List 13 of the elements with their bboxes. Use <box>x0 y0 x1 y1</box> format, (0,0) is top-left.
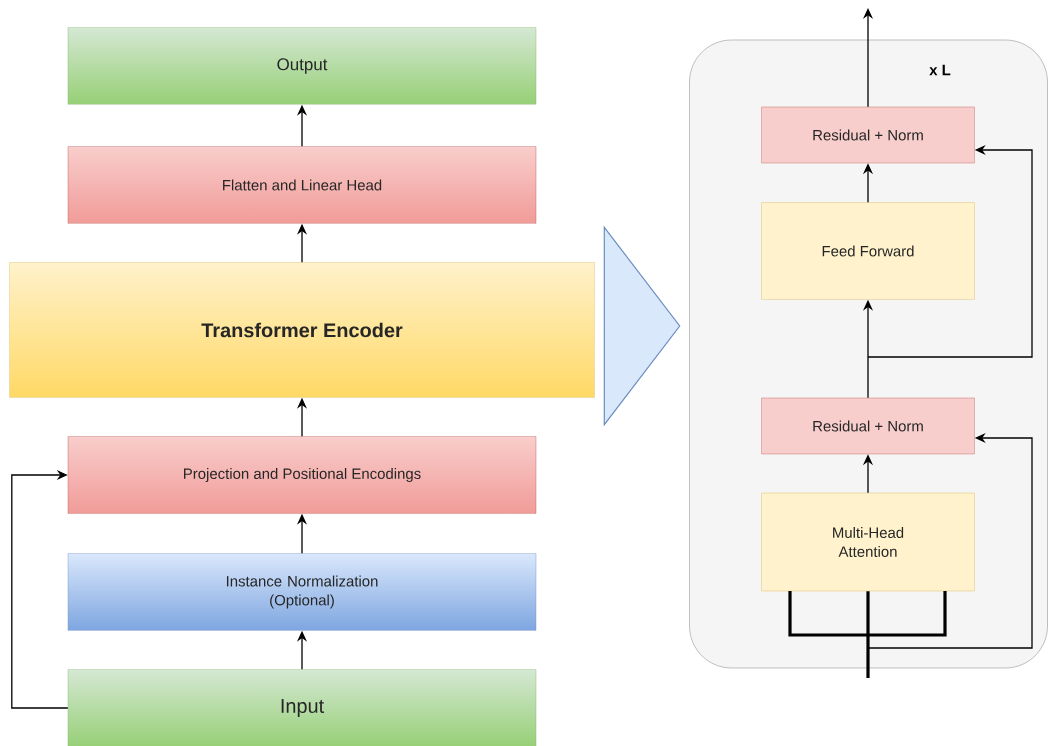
process-box: Instance Normalization (Optional) <box>67 553 537 631</box>
input-box: Input <box>67 669 537 746</box>
process-box: Residual + Norm <box>761 397 975 455</box>
arrow <box>11 469 69 709</box>
arrow <box>788 589 947 680</box>
output-box: Output <box>67 27 537 105</box>
process-box: Feed Forward <box>761 202 975 300</box>
repeat-label: x L <box>929 64 951 76</box>
encoder-box: Transformer Encoder <box>9 262 595 398</box>
process-box: Projection and Positional Encodings <box>67 436 537 514</box>
process-box: Flatten and Linear Head <box>67 146 537 224</box>
process-box: Residual + Norm <box>761 106 975 164</box>
process-box: Multi-Head Attention <box>761 492 975 592</box>
